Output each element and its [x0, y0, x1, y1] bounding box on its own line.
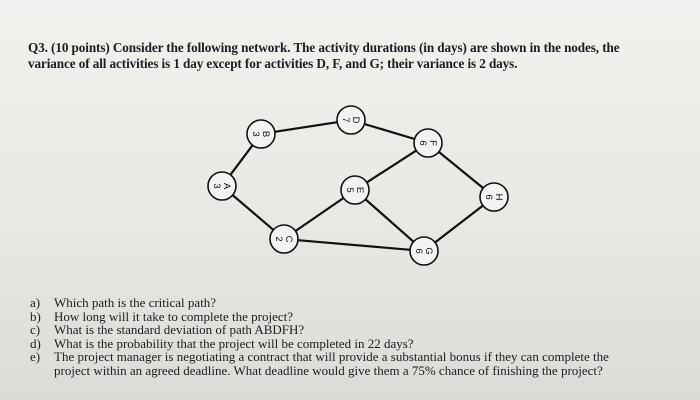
arc-e-f	[366, 149, 417, 184]
sub-question-d: d) What is the probability that the proj…	[30, 337, 680, 351]
node-circle	[409, 236, 439, 266]
sub-question-text: The project manager is negotiating a con…	[54, 349, 609, 365]
node-e: E5	[340, 175, 370, 205]
node-g: G6	[409, 236, 439, 266]
header-line-2: variance of all activities is 1 day exce…	[28, 56, 518, 71]
node-label: C	[283, 236, 294, 243]
node-duration: 3	[211, 183, 222, 188]
arc-c-g	[297, 239, 411, 251]
arc-g-h	[434, 204, 484, 244]
sub-question-letter: b)	[30, 308, 41, 324]
node-circle	[207, 171, 237, 201]
sub-questions: a) Which path is the critical path? b) H…	[30, 296, 680, 378]
arc-a-b	[229, 144, 254, 176]
sub-question-e: e) The project manager is negotiating a …	[30, 350, 680, 364]
node-circle	[246, 119, 276, 149]
sub-question-letter: e)	[30, 349, 41, 365]
node-circle	[413, 128, 443, 158]
node-circle	[336, 105, 366, 135]
node-duration: 6	[417, 140, 428, 145]
node-f: F6	[413, 128, 443, 158]
sub-question-text: How long will it take to complete the pr…	[54, 308, 293, 324]
node-label: E	[354, 187, 365, 193]
arc-a-c	[231, 194, 275, 231]
arc-c-e	[294, 197, 345, 232]
node-label: F	[427, 140, 438, 146]
arc-f-h	[438, 151, 484, 189]
node-duration: 5	[344, 187, 355, 192]
node-duration: 6	[483, 194, 494, 199]
arc-e-g	[364, 198, 415, 243]
sub-question-b: b) How long will it take to complete the…	[30, 308, 680, 324]
sub-question-text: What is the probability that the project…	[54, 335, 414, 351]
node-a: A3	[207, 171, 237, 201]
node-b: B3	[246, 119, 276, 149]
node-duration: 6	[413, 248, 424, 253]
sub-question-letter: c)	[30, 322, 41, 338]
sub-question-text: Which path is the critical path?	[54, 295, 217, 310]
node-circle	[340, 175, 370, 205]
node-d: D7	[336, 105, 366, 135]
node-label: A	[221, 183, 232, 190]
node-duration: 7	[340, 117, 351, 122]
arc-b-d	[274, 121, 338, 133]
node-circle	[269, 224, 299, 254]
node-label: B	[260, 131, 271, 137]
sub-question-text: project within an agreed deadline. What …	[54, 362, 603, 378]
sub-question-a: a) Which path is the critical path?	[30, 296, 680, 310]
arc-d-f	[364, 122, 415, 141]
sub-question-e-continued: project within an agreed deadline. What …	[30, 364, 680, 378]
node-label: H	[493, 194, 504, 201]
sub-question-letter: d)	[30, 335, 41, 351]
sub-question-c: c) What is the standard deviation of pat…	[30, 323, 680, 337]
node-label: D	[350, 117, 361, 124]
sub-question-text: What is the standard deviation of path A…	[54, 322, 305, 338]
header-line-1: Q3. (10 points) Consider the following n…	[28, 40, 620, 55]
node-circle	[479, 182, 509, 212]
node-label: G	[423, 247, 434, 254]
node-duration: 3	[250, 131, 261, 136]
node-duration: 2	[273, 236, 284, 241]
sub-question-letter: a)	[30, 295, 41, 310]
network-edges	[229, 121, 484, 251]
node-c: C2	[269, 224, 299, 254]
question-header: Q3. (10 points) Consider the following n…	[28, 40, 668, 72]
node-h: H6	[479, 182, 509, 212]
